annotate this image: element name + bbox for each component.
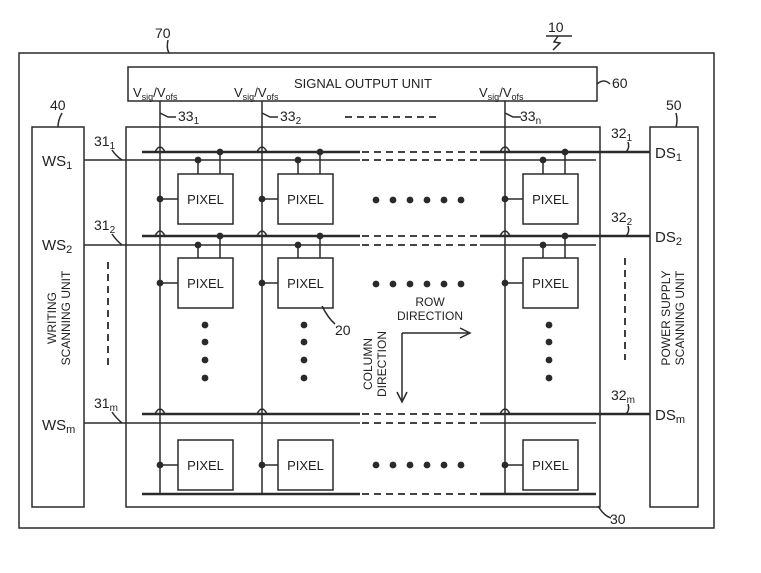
signal-line-ref-2: 332 xyxy=(280,108,302,127)
writing-unit-ref: 40 xyxy=(50,97,66,113)
ds-line-ref-1: 321 xyxy=(611,125,633,144)
pixel-label: PIXEL xyxy=(287,458,324,473)
outer-box-leader xyxy=(166,39,171,55)
power-unit-label-1: POWER SUPPLY xyxy=(659,270,673,365)
pixel-cell: PIXEL xyxy=(258,232,334,309)
pixel-box xyxy=(277,173,334,225)
pixel-array-ref: 30 xyxy=(610,511,626,527)
row-direction-label-2: DIRECTION xyxy=(397,309,463,323)
pixel-box xyxy=(277,439,334,491)
device-ref: 10 xyxy=(548,19,564,35)
pixel-cell: PIXEL xyxy=(501,232,579,309)
ds-label-2: DS2 xyxy=(655,229,682,248)
pixel-label: PIXEL xyxy=(532,192,569,207)
pixel-cell: PIXEL xyxy=(156,232,234,309)
ws-line-ref-m: 31m xyxy=(94,395,118,414)
pixel-label: PIXEL xyxy=(187,458,224,473)
signal-line-ref-1: 331 xyxy=(178,108,200,127)
pixel-label: PIXEL xyxy=(187,192,224,207)
column-direction-label-1: COLUMN xyxy=(361,338,375,390)
ws-line-ref-1: 311 xyxy=(94,133,116,152)
ws-label-m: WSm xyxy=(42,417,75,436)
outer-box-ref: 70 xyxy=(155,25,171,41)
vsig-vofs-label-n: Vsig/Vofs xyxy=(479,85,524,102)
vsig-vofs-label-1: Vsig/Vofs xyxy=(133,85,178,102)
signal-line-ref-n: 33n xyxy=(520,108,541,127)
pixel-label: PIXEL xyxy=(532,276,569,291)
line-crossovers xyxy=(154,146,511,415)
pixel-cell: PIXEL xyxy=(258,148,334,225)
pixel-label: PIXEL xyxy=(187,276,224,291)
pixel-label: PIXEL xyxy=(532,458,569,473)
pixel-cell: PIXEL xyxy=(501,148,579,225)
signal-unit-ref: 60 xyxy=(612,75,628,91)
column-direction-label-2: DIRECTION xyxy=(375,331,389,397)
row-direction-label-1: ROW xyxy=(415,295,445,309)
power-unit-ref: 50 xyxy=(666,97,682,113)
pixel-cell: PIXEL xyxy=(258,439,334,491)
pixel-label: PIXEL xyxy=(287,276,324,291)
pixel-cell: PIXEL xyxy=(156,439,234,491)
writing-unit-label-2: SCANNING UNIT xyxy=(59,270,73,365)
pixel-box xyxy=(177,257,234,309)
ds-label-m: DSm xyxy=(655,407,685,426)
writing-scanning-unit xyxy=(31,126,85,508)
column-ellipsis xyxy=(201,321,553,382)
pixel-box xyxy=(522,173,579,225)
power-unit-label-2: SCANNING UNIT xyxy=(673,270,687,365)
ws-label-1: WS1 xyxy=(42,153,72,172)
row-ellipsis xyxy=(372,196,465,469)
vsig-vofs-label-2: Vsig/Vofs xyxy=(234,85,279,102)
pixel-cells: PIXEL PIXEL PIXEL PIXEL PIXEL PIXEL PIXEL PIXEL… xyxy=(156,148,579,491)
ds-line-ref-m: 32m xyxy=(611,387,635,406)
pixel-box xyxy=(177,173,234,225)
pixel-box xyxy=(277,257,334,309)
ws-line-ref-2: 312 xyxy=(94,217,116,236)
signal-output-unit-label: SIGNAL OUTPUT UNIT xyxy=(294,76,432,91)
pixel-ref: 20 xyxy=(335,322,351,338)
ws-label-2: WS2 xyxy=(42,237,72,256)
pixel-box xyxy=(522,257,579,309)
pixel-cell: PIXEL xyxy=(501,439,579,491)
pixel-cell: PIXEL xyxy=(156,148,234,225)
power-supply-scanning-unit xyxy=(649,126,699,508)
signal-output-unit xyxy=(127,66,598,102)
writing-unit-label-1: WRITING xyxy=(45,292,59,344)
pixel-label: PIXEL xyxy=(287,192,324,207)
direction-indicator: ROW DIRECTION COLUMN DIRECTION xyxy=(361,295,472,404)
device-ref-leader xyxy=(552,35,562,51)
ds-line-ref-2: 322 xyxy=(611,209,633,228)
ds-label-1: DS1 xyxy=(655,145,682,164)
